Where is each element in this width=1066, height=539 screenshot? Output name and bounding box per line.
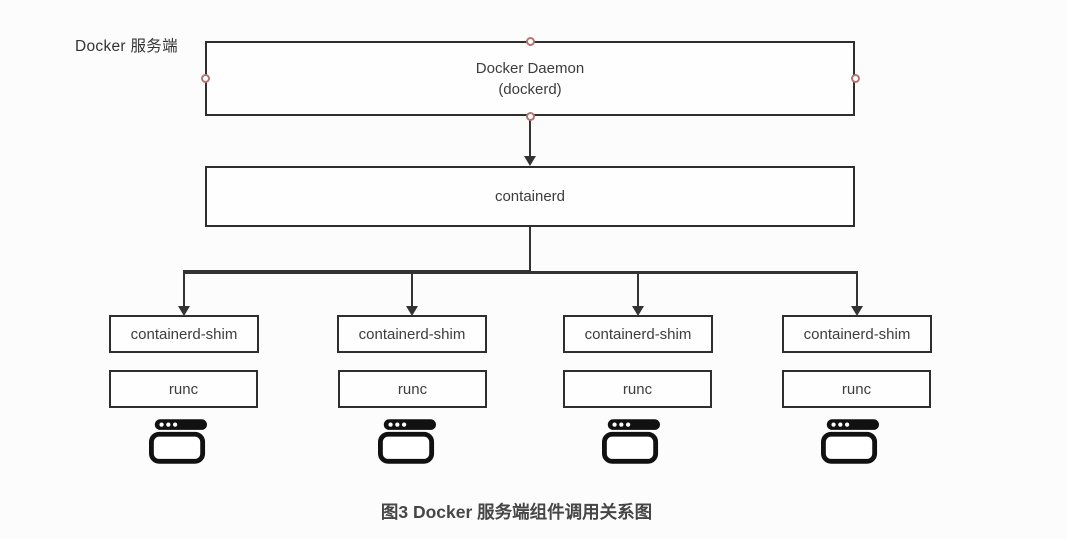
connector-daemon-containerd	[528, 120, 532, 157]
connection-handle-top	[525, 36, 535, 46]
node-docker-daemon: Docker Daemon (dockerd)	[205, 41, 855, 116]
daemon-label-line1: Docker Daemon	[475, 59, 585, 77]
app-window-icon	[378, 419, 436, 464]
shim-label: containerd-shim	[584, 325, 692, 343]
arrowhead-icon	[405, 305, 418, 316]
connector-drop-3	[636, 271, 640, 307]
connector-drop-4	[855, 271, 859, 307]
runc-label: runc	[622, 380, 653, 398]
shim-label: containerd-shim	[803, 325, 911, 343]
arrowhead-icon	[177, 305, 190, 316]
node-containerd: containerd	[205, 166, 855, 227]
arrowhead-icon	[523, 156, 536, 166]
shim-label: containerd-shim	[130, 325, 238, 343]
connector-branch-bar	[182, 271, 859, 274]
figure-caption: 图3 Docker 服务端组件调用关系图	[380, 502, 653, 522]
connection-handle-bottom	[525, 111, 535, 121]
runc-label: runc	[397, 380, 428, 398]
connection-handle-left	[200, 74, 210, 83]
connector-drop-1	[182, 271, 186, 307]
node-runc-2: runc	[338, 370, 487, 408]
app-window-icon	[602, 419, 660, 464]
runc-label: runc	[841, 380, 872, 398]
node-containerd-shim-2: containerd-shim	[337, 315, 487, 353]
shim-label: containerd-shim	[358, 325, 466, 343]
daemon-label: Docker Daemon (dockerd)	[476, 58, 584, 100]
containerd-label: containerd	[494, 188, 566, 205]
app-window-icon	[149, 419, 207, 464]
node-runc-3: runc	[563, 370, 712, 408]
node-runc-4: runc	[782, 370, 931, 408]
node-containerd-shim-4: containerd-shim	[782, 315, 932, 353]
region-label: Docker 服务端	[75, 38, 178, 55]
daemon-label-line2: (dockerd)	[498, 80, 562, 98]
node-runc-1: runc	[109, 370, 258, 408]
arrowhead-icon	[631, 305, 644, 316]
app-window-icon	[821, 419, 879, 464]
node-containerd-shim-3: containerd-shim	[563, 315, 713, 353]
connector-drop-2	[410, 271, 414, 307]
connection-handle-right	[850, 74, 860, 83]
arrowhead-icon	[850, 305, 863, 316]
connector-stem	[528, 227, 532, 273]
runc-label: runc	[168, 380, 199, 398]
node-containerd-shim-1: containerd-shim	[109, 315, 259, 353]
